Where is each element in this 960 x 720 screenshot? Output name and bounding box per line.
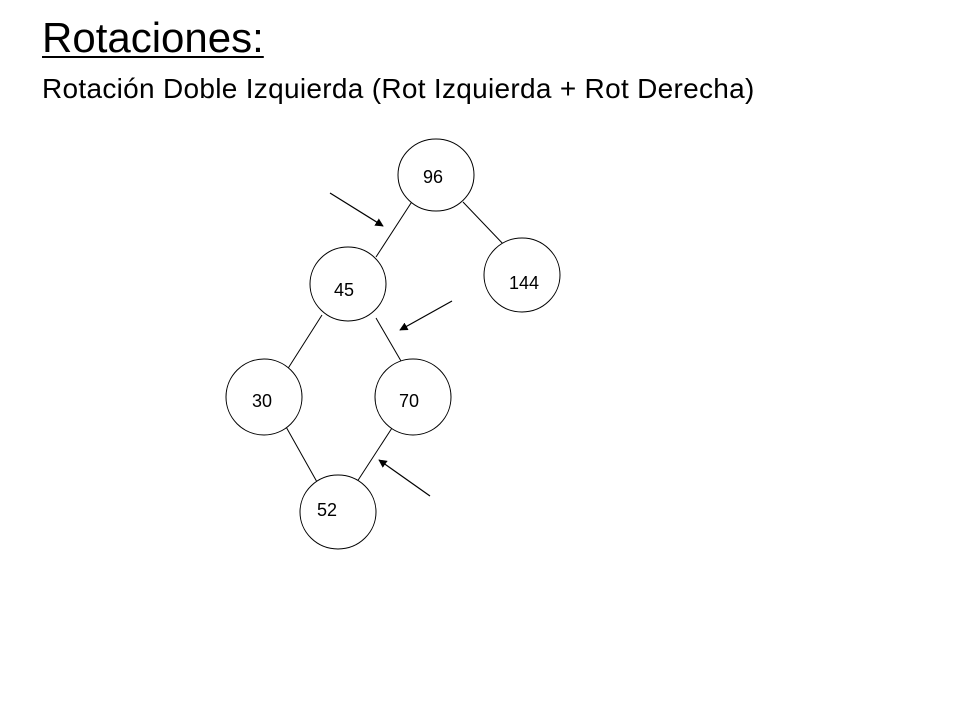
slide-subtitle: Rotación Doble Izquierda (Rot Izquierda … bbox=[42, 73, 755, 104]
node-circle bbox=[397, 138, 475, 212]
tree-node: 70 bbox=[374, 358, 452, 436]
tree-node: 52 bbox=[299, 474, 377, 550]
edge-70-52 bbox=[352, 427, 393, 489]
edge-96-144 bbox=[462, 201, 506, 247]
node-label-70: 70 bbox=[399, 391, 419, 411]
tree-node: 144 bbox=[483, 237, 561, 313]
node-label-52: 52 bbox=[317, 500, 337, 520]
slide-title: Rotaciones: bbox=[42, 14, 264, 61]
node-label-96: 96 bbox=[423, 167, 443, 187]
tree-node: 96 bbox=[397, 138, 475, 212]
tree-node: 30 bbox=[225, 358, 303, 436]
edge-45-70 bbox=[375, 317, 402, 362]
node-label-30: 30 bbox=[252, 391, 272, 411]
node-circle bbox=[374, 358, 452, 436]
node-circle bbox=[483, 237, 561, 313]
node-circle bbox=[309, 246, 387, 322]
tree-node: 45 bbox=[309, 246, 387, 322]
edge-30-52 bbox=[284, 424, 318, 483]
node-circle bbox=[225, 358, 303, 436]
node-label-45: 45 bbox=[334, 280, 354, 300]
node-circle bbox=[299, 474, 377, 550]
arrow-to-edge-96-45 bbox=[329, 192, 384, 227]
arrow-to-edge-70-52 bbox=[378, 459, 431, 497]
node-label-144: 144 bbox=[509, 273, 539, 293]
edge-45-30 bbox=[286, 314, 323, 371]
arrow-to-edge-45-70 bbox=[399, 300, 453, 331]
edge-96-45 bbox=[375, 199, 414, 258]
